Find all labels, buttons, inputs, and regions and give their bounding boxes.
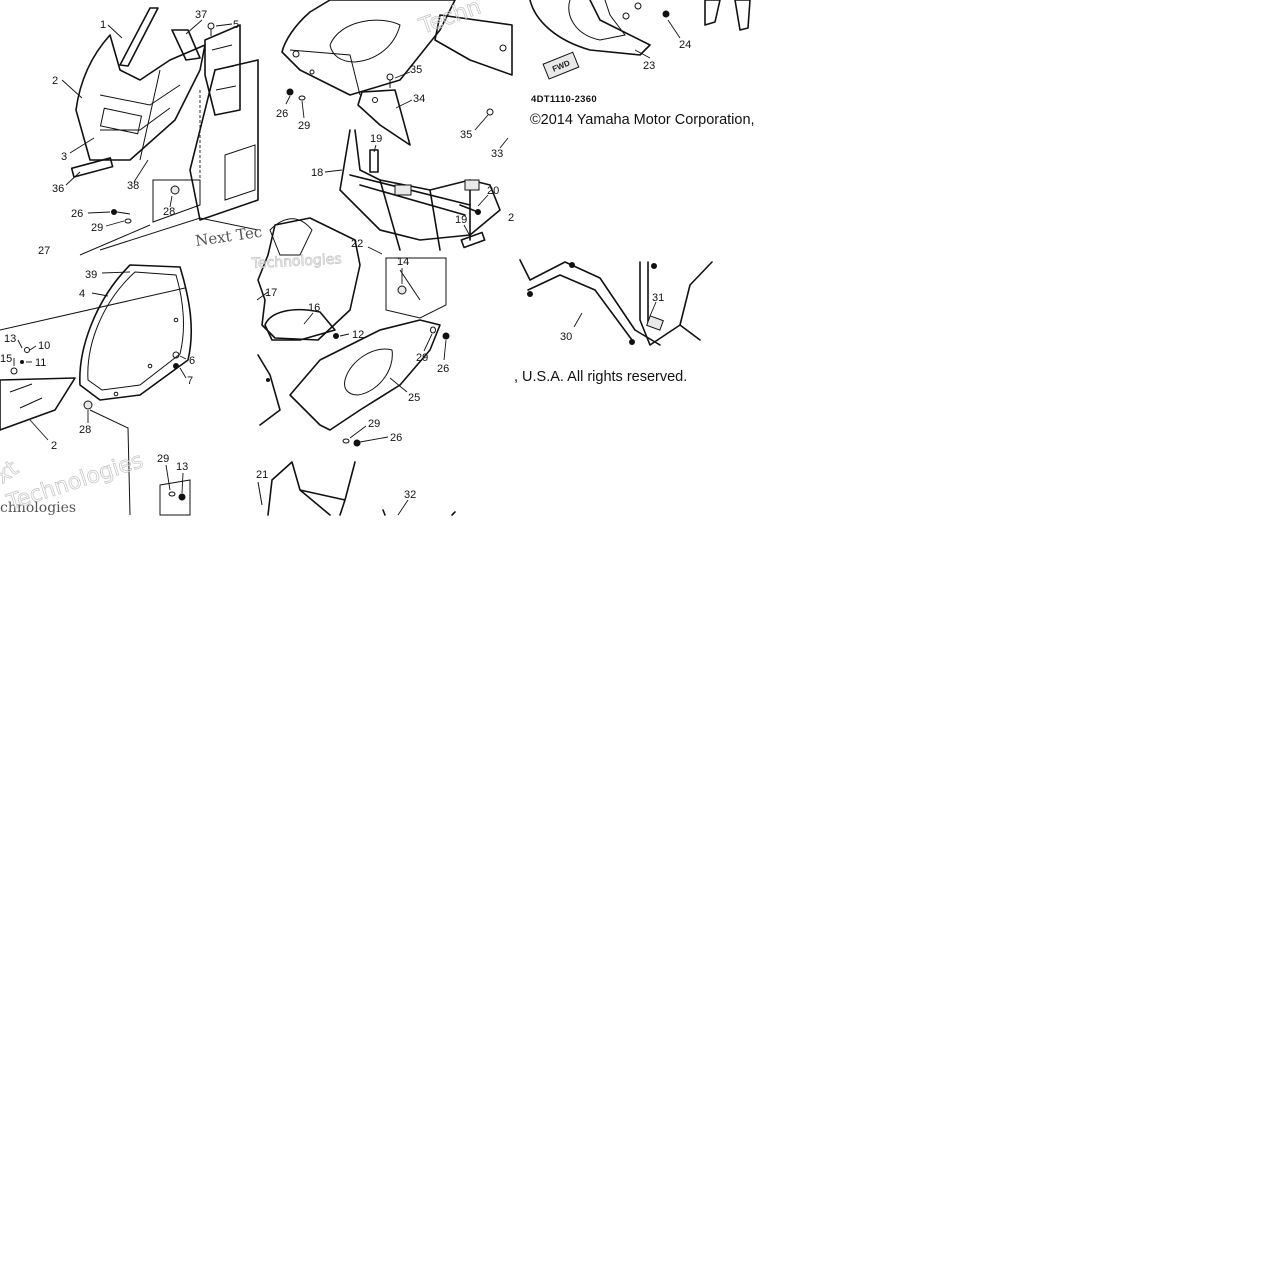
cowling-stay-31: [639, 261, 713, 346]
callout-19: 19: [455, 214, 467, 226]
callouts: 1 37 5 2 3 36 38 28 26 29 27 35 34 26 29…: [0, 9, 691, 501]
callout-20: 20: [487, 185, 499, 197]
callout-16: 16: [308, 302, 320, 314]
callout-28: 28: [163, 206, 175, 218]
tile-windshield: [0, 264, 193, 516]
under-cowl-front: [257, 217, 361, 341]
callout-21: 21: [256, 469, 268, 481]
callout-31: 31: [652, 292, 664, 304]
callout-35: 35: [410, 64, 422, 76]
callout-10: 10: [38, 340, 50, 352]
callout-29: 29: [368, 418, 380, 430]
windshield: [79, 264, 193, 401]
callout-29: 29: [298, 120, 310, 132]
callout-19: 19: [370, 133, 382, 145]
tile-under-cowling: [256, 217, 456, 516]
callout-3: 3: [61, 151, 67, 163]
callout-29: 29: [157, 453, 169, 465]
callout-30: 30: [560, 331, 572, 343]
under-cowl-stay: [267, 461, 356, 516]
upper-cowling: [75, 34, 206, 161]
tile-side-cowling: [269, 0, 513, 256]
callout-7: 7: [187, 375, 193, 387]
callout-12: 12: [352, 329, 364, 341]
tile-headlight-cover: FWD 4DT1110-2360 ©2014 Yamaha Motor Corp…: [529, 0, 755, 128]
callout-26: 26: [276, 108, 288, 120]
callout-37: 37: [195, 9, 207, 21]
callout-29: 29: [91, 222, 103, 234]
watermark-4: xt: [0, 456, 23, 489]
callout-26: 26: [71, 208, 83, 220]
callout-13: 13: [176, 461, 188, 473]
callout-29: 29: [416, 352, 428, 364]
callout-33: 33: [491, 148, 503, 160]
copyright-line-1: ©2014 Yamaha Motor Corporation,: [530, 112, 755, 128]
callout-27: 27: [38, 245, 50, 257]
part-code: 4DT1110-2360: [531, 94, 597, 105]
copyright-line-2: , U.S.A. All rights reserved.: [514, 369, 687, 385]
side-cowl-left: [189, 59, 259, 221]
callout-18: 18: [311, 167, 323, 179]
headlight-opening: [99, 107, 143, 135]
air-duct: [171, 29, 201, 61]
tile-front-cowling: [61, 7, 259, 256]
callout-2: 2: [51, 440, 57, 452]
callout-13: 13: [4, 333, 16, 345]
callout-2: 2: [508, 212, 514, 224]
rubber-grommet: [369, 149, 379, 173]
callout-32: 32: [404, 489, 416, 501]
callout-4: 4: [79, 288, 85, 300]
callout-6: 6: [189, 355, 195, 367]
callout-17: 17: [265, 287, 277, 299]
callout-2: 2: [52, 75, 58, 87]
watermark-5: chnologies: [0, 500, 76, 516]
bracket-panel: [357, 89, 411, 146]
callout-34: 34: [413, 93, 425, 105]
callout-35: 35: [460, 129, 472, 141]
callout-28: 28: [79, 424, 91, 436]
callout-38: 38: [127, 180, 139, 192]
under-cowl-piece: [264, 308, 336, 341]
cowling-stay: [204, 24, 241, 116]
side-cowl-vent: [329, 19, 401, 63]
callout-25: 25: [408, 392, 420, 404]
callout-5: 5: [233, 19, 239, 31]
windscreen-trim: [119, 7, 159, 67]
callout-24: 24: [679, 39, 691, 51]
side-cowling-panel: [281, 0, 456, 96]
fwd-tag: FWD: [542, 51, 580, 80]
watermark-2: Next Tec: [194, 223, 263, 250]
callout-22: 22: [351, 238, 363, 250]
callout-1: 1: [100, 19, 106, 31]
callout-23: 23: [643, 60, 655, 72]
inner-panel: [434, 14, 513, 76]
under-cowl-vent: [344, 348, 393, 396]
callout-26: 26: [390, 432, 402, 444]
headlight-cover: [529, 0, 651, 56]
callout-14: 14: [397, 256, 409, 268]
under-cowl-main: [289, 319, 441, 431]
cowling-stay-30: [519, 259, 661, 346]
callout-36: 36: [52, 183, 64, 195]
headlight-bracket: [704, 0, 721, 26]
callout-15: 15: [0, 353, 12, 365]
watermark-3: Technologies: [250, 251, 342, 272]
callout-11: 11: [35, 357, 46, 369]
tile-cowling-stays: , U.S.A. All rights reserved.: [514, 259, 713, 385]
windshield-inner: [87, 271, 184, 391]
watermark-1: Techn: [416, 0, 485, 40]
callout-39: 39: [85, 269, 97, 281]
upper-cowl-lower: [0, 377, 76, 431]
foam-strip: [70, 157, 114, 178]
callout-26: 26: [437, 363, 449, 375]
